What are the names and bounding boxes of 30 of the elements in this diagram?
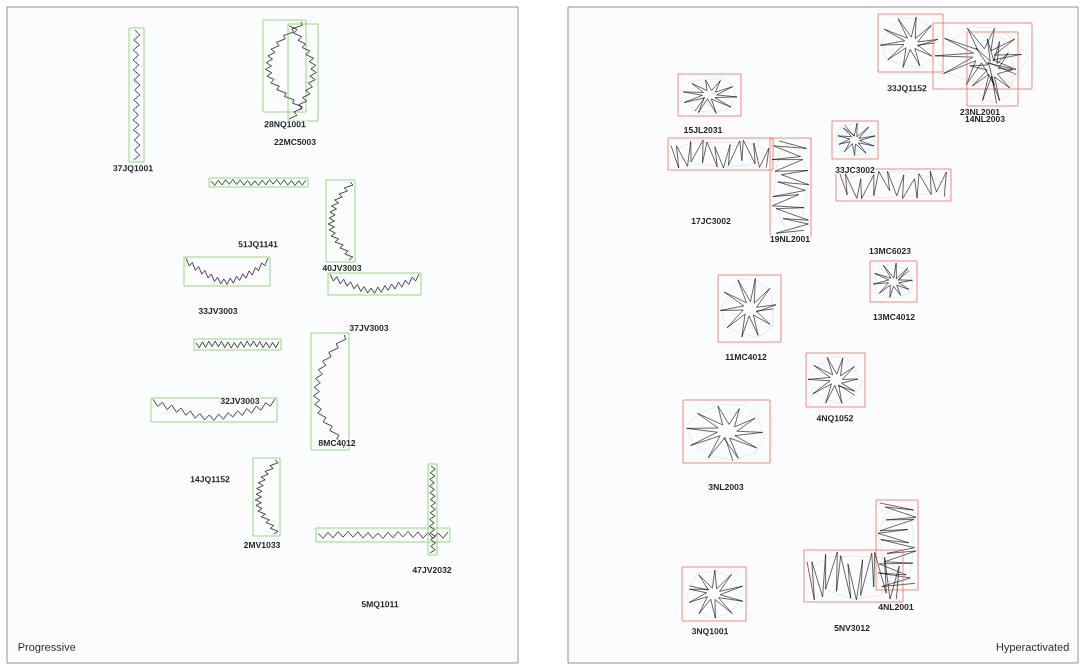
track-label: 15JL2031 bbox=[683, 126, 723, 134]
track-label: 5MQ1011 bbox=[360, 600, 400, 610]
track-label: 33JQ1152 bbox=[886, 84, 928, 94]
track-label: 40JV3003 bbox=[321, 264, 363, 272]
track-label: 13MC4012 bbox=[872, 313, 916, 321]
panel-title: Hyperactivated bbox=[995, 642, 1070, 654]
track-label: 28NQ1001 bbox=[263, 120, 307, 130]
track-label: 13MC6023 bbox=[868, 247, 912, 255]
track-label: 3NL2003 bbox=[707, 483, 745, 491]
track-label: 14JQ1152 bbox=[189, 475, 231, 485]
track-label: 47JV2032 bbox=[411, 566, 453, 574]
track-label: 23NL2001 bbox=[959, 108, 1001, 116]
track-label: 33JV3003 bbox=[197, 307, 239, 315]
track-label: 37JV3003 bbox=[348, 324, 390, 332]
track-label: 33JC3002 bbox=[834, 166, 876, 174]
track-label: 8MC4012 bbox=[317, 439, 357, 447]
track-label: 4NL2001 bbox=[877, 603, 915, 611]
track-label: 4NQ1052 bbox=[816, 414, 854, 424]
track-label: 2MV1033 bbox=[243, 541, 281, 549]
track-label: 32JV3003 bbox=[219, 397, 261, 405]
panel-title: Progressive bbox=[17, 642, 77, 654]
track-label: 5NV3012 bbox=[833, 624, 871, 632]
track-label: 37JQ1001 bbox=[112, 164, 154, 174]
track-label: 22MC5003 bbox=[273, 138, 317, 146]
track-label: 17JC3002 bbox=[690, 217, 732, 225]
track-label: 11MC4012 bbox=[724, 353, 768, 361]
track-label: 51JQ1141 bbox=[237, 240, 279, 250]
track-label: 3NQ1001 bbox=[691, 627, 729, 637]
track-label: 14NL2003 bbox=[964, 115, 1006, 123]
track-label: 19NL2001 bbox=[769, 235, 811, 243]
